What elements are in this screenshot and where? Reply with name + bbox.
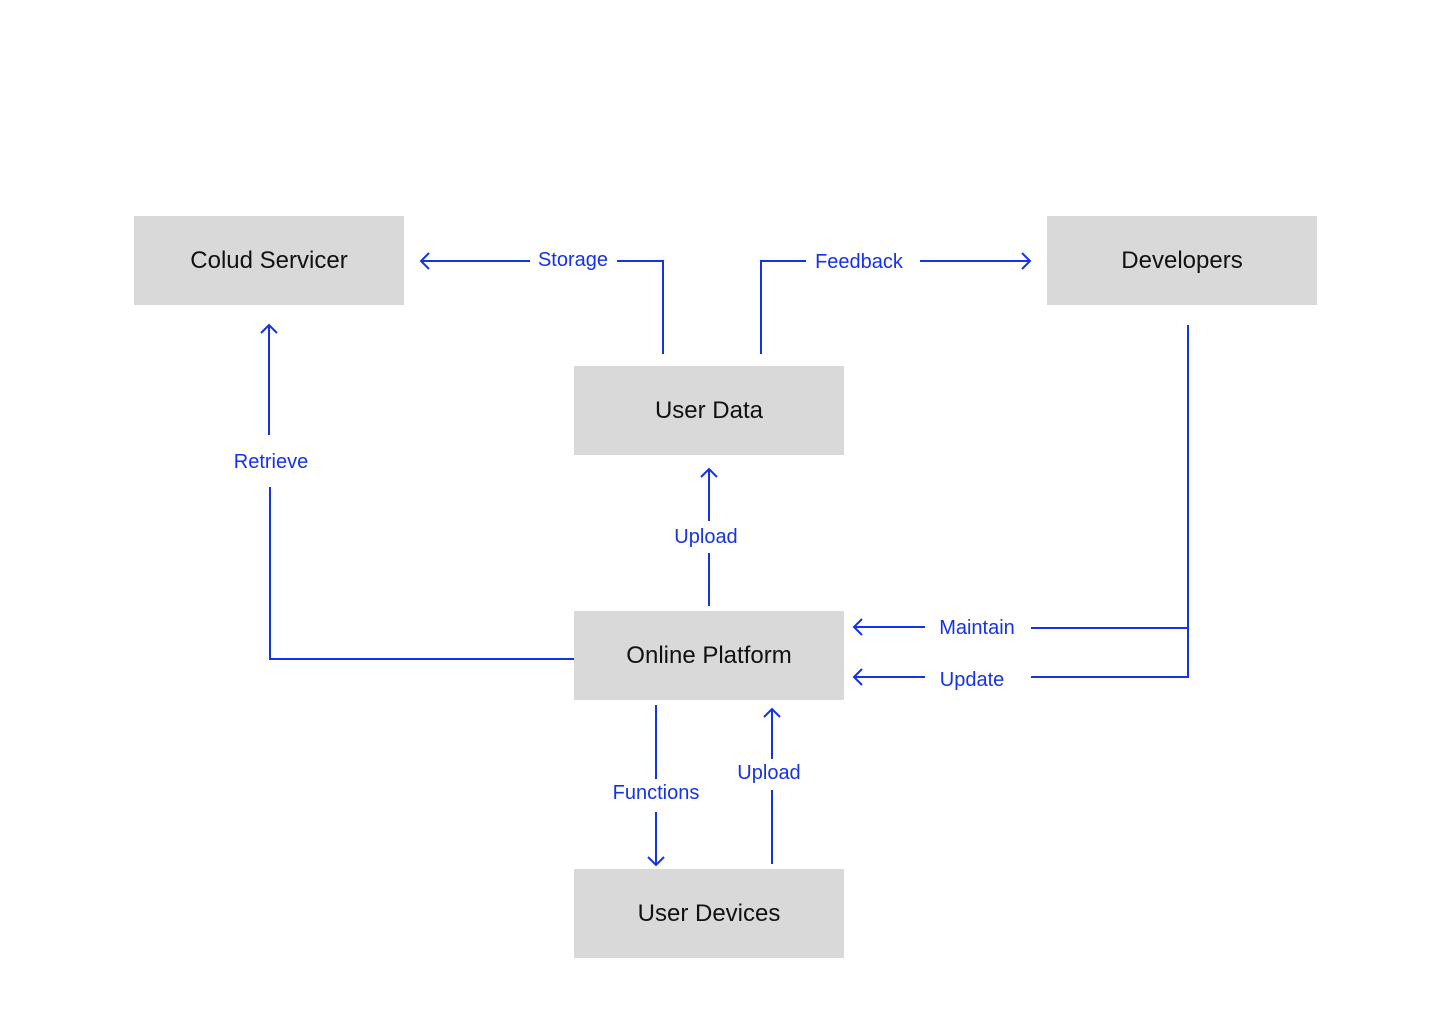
edge-developers-trunk: [1031, 325, 1189, 678]
edge-label-feedback: Feedback: [815, 251, 903, 273]
edge-label-functions: Functions: [612, 782, 700, 804]
edge-storage-arrowhead: [419, 252, 430, 270]
edge-feedback-arrowhead: [1021, 252, 1032, 270]
node-online-platform-label: Online Platform: [626, 641, 792, 669]
node-user-data-label: User Data: [654, 396, 764, 424]
edge-retrieve-arrowhead: [260, 323, 278, 334]
node-user-devices: User Devices: [574, 869, 844, 958]
edge-label-storage: Storage: [537, 249, 609, 271]
node-cloud-servicer: Colud Servicer: [134, 216, 404, 305]
node-cloud-servicer-label: Colud Servicer: [190, 246, 348, 274]
edge-maintain-arrowhead: [852, 618, 863, 636]
edge-storage-line: [617, 260, 664, 354]
edge-retrieve-line: [269, 487, 574, 660]
edge-label-upload-devices: Upload: [737, 762, 801, 784]
edge-label-retrieve: Retrieve: [233, 451, 309, 473]
node-developers: Developers: [1047, 216, 1317, 305]
edge-feedback-line: [760, 260, 806, 354]
edge-upload-data-arrowhead: [700, 467, 718, 478]
node-user-data: User Data: [574, 366, 844, 455]
edge-upload-devices-arrowhead: [763, 707, 781, 718]
edge-functions-arrowhead: [647, 856, 665, 867]
edge-label-upload-data: Upload: [674, 526, 738, 548]
node-user-devices-label: User Devices: [637, 899, 781, 927]
node-developers-label: Developers: [1121, 246, 1243, 274]
edge-update-arrowhead: [852, 668, 863, 686]
edge-label-maintain: Maintain: [939, 617, 1015, 639]
node-online-platform: Online Platform: [574, 611, 844, 700]
edge-label-update: Update: [939, 669, 1005, 691]
